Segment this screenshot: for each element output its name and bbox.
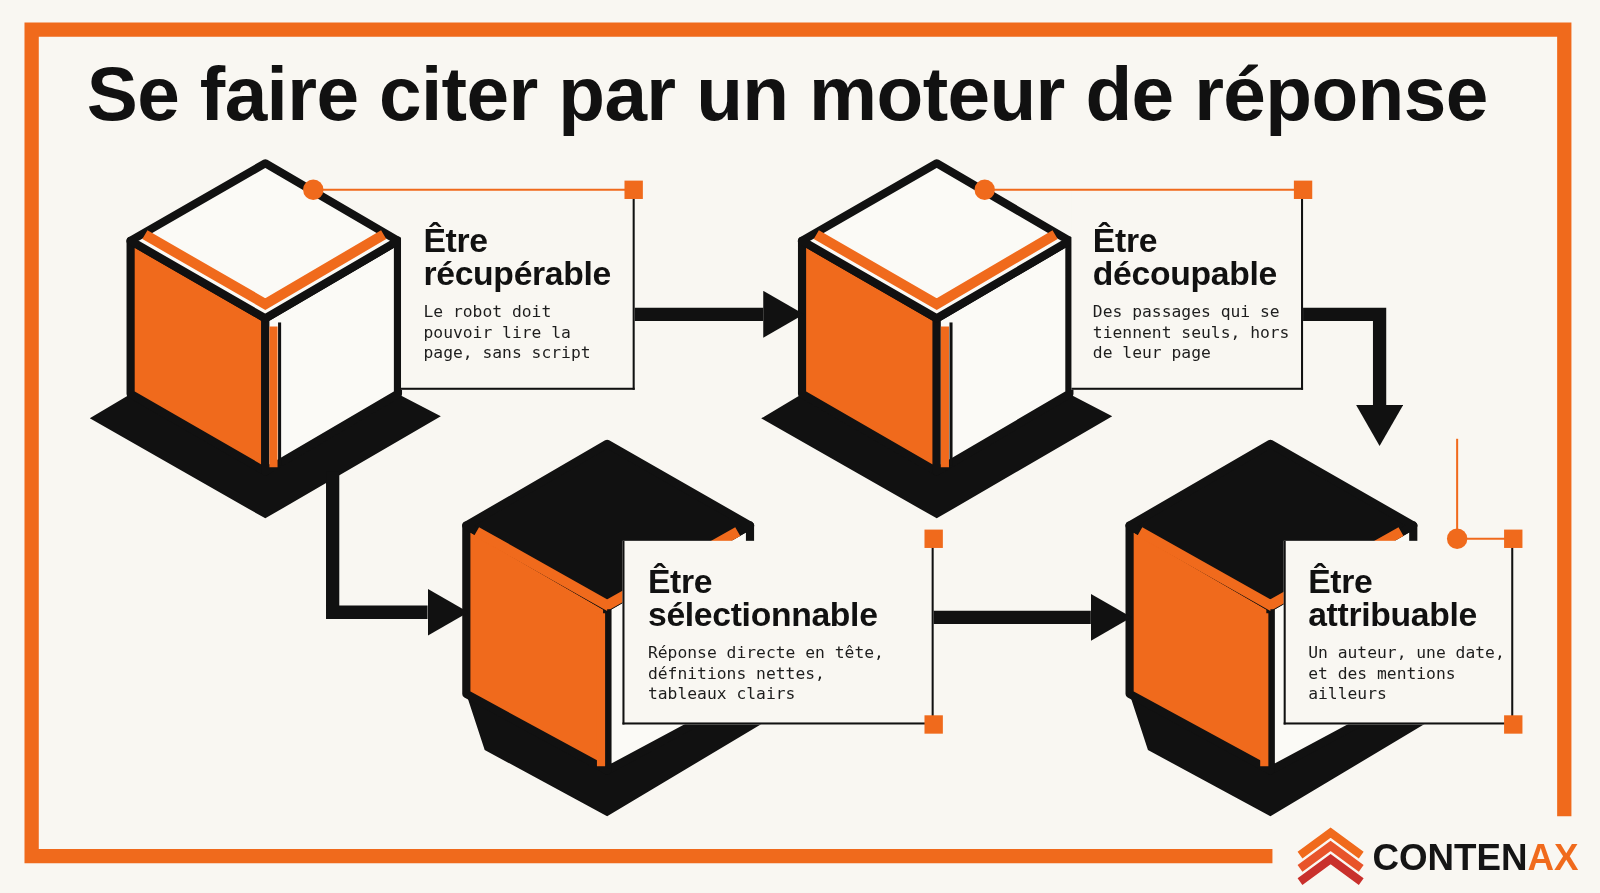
process-box: Être attribuable Un auteur, une date, et …	[1130, 444, 1514, 771]
process-box: Être sélectionnableRéponse directe en tê…	[466, 444, 933, 771]
cube-face	[131, 163, 398, 318]
cube-edge-line	[1270, 609, 1274, 768]
cube-edge-stripe	[145, 235, 384, 304]
leader-line	[1457, 538, 1513, 540]
cube-illustration	[90, 163, 441, 518]
cube-face	[802, 163, 1069, 318]
leader-dot	[1447, 529, 1467, 549]
cube-edge-stripe	[816, 235, 1055, 304]
logo-text: CONTENAX	[1372, 838, 1578, 879]
logo-chevron	[1300, 859, 1361, 881]
flow-arrow	[635, 308, 764, 321]
label-panel: Être sélectionnableRéponse directe en tê…	[622, 541, 933, 725]
cube-edge-line	[810, 247, 1063, 320]
box-body: Des passages qui se tiennent seuls, hors…	[1093, 302, 1297, 363]
cube-edge-stripe	[269, 327, 277, 468]
process-box: Être découpableDes passages qui se tienn…	[802, 161, 1303, 471]
corner-square	[924, 715, 942, 733]
leader-line	[313, 189, 633, 191]
box-heading: Être sélectionnable	[648, 565, 913, 630]
flow-arrow	[333, 471, 428, 612]
box-body: Réponse directe en tête, défnitions nett…	[648, 643, 893, 704]
flow-arrow	[1303, 314, 1380, 405]
box-heading: Être découpable	[1093, 224, 1302, 289]
diagram-title: Se faire citer par un moteur de réponse	[87, 53, 1556, 135]
cube-edge-line	[949, 322, 952, 465]
process-box: Être récupérable Le robot doit pouvoir li…	[131, 161, 635, 471]
cube-edge-line	[607, 609, 611, 768]
label-panel: Être découpableDes passages qui se tienn…	[1071, 190, 1303, 390]
corner-square	[624, 181, 642, 199]
cube-edge-stripe	[941, 327, 949, 468]
cube-edge-stripe	[1260, 613, 1268, 766]
cube-edge-line	[139, 247, 392, 320]
box-heading: Être récupérable	[423, 224, 632, 289]
corner-square	[1504, 530, 1522, 548]
box-heading: Être attribuable	[1308, 565, 1512, 630]
cube-edge-line	[278, 322, 281, 465]
cube-illustration	[761, 163, 1112, 518]
label-panel: Être récupérable Le robot doit pouvoir li…	[401, 190, 635, 390]
logo-chevron	[1300, 846, 1361, 868]
leader-line	[1456, 439, 1458, 539]
flow-arrow	[934, 611, 1091, 624]
leader-dot	[974, 180, 994, 200]
box-body: Un auteur, une date, et des mentions ail…	[1308, 643, 1517, 704]
label-panel: Être attribuable Un auteur, une date, et …	[1284, 541, 1514, 725]
box-body: Le robot doit pouvoir lire la page, sans…	[423, 302, 605, 363]
corner-square	[1504, 715, 1522, 733]
corner-square	[1294, 181, 1312, 199]
cube-edge-stripe	[597, 613, 605, 766]
page-frame	[32, 30, 1565, 857]
logo-chevron	[1300, 833, 1361, 855]
corner-square	[924, 530, 942, 548]
logo-icon	[1300, 833, 1361, 882]
leader-line	[985, 189, 1303, 191]
leader-dot	[303, 180, 323, 200]
